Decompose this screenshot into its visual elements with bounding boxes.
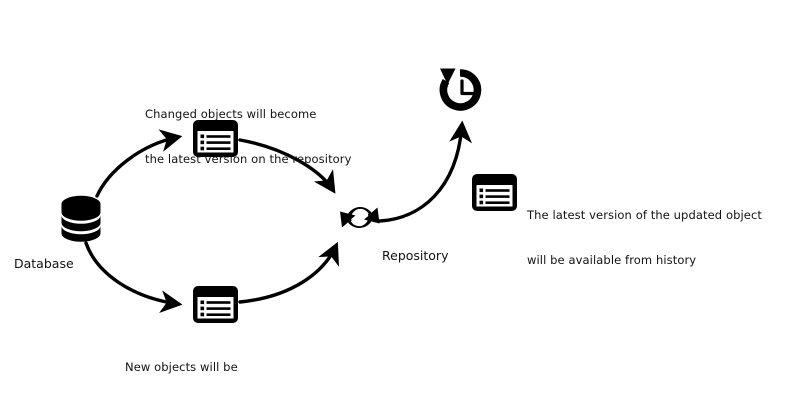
edge-new-to-repo <box>238 241 339 304</box>
edge-db-to-changed <box>95 129 183 198</box>
node-label-repository: Repository <box>382 248 449 263</box>
caption-new-objects: New objects will be added to the reposit… <box>125 330 263 401</box>
caption-new-objects-line1: New objects will be <box>125 360 238 374</box>
caption-changed-objects-line2: the latest version on the repository <box>145 152 352 166</box>
caption-history-note-line2: will be available from history <box>527 253 697 267</box>
history-clock-icon <box>439 68 482 111</box>
edge-db-to-new <box>84 241 183 313</box>
document-list-icon-latest <box>472 174 517 211</box>
document-list-icon-new <box>193 286 238 323</box>
caption-changed-objects: Changed objects will become the latest v… <box>145 77 352 197</box>
caption-history-note: The latest version of the updated object… <box>527 178 762 298</box>
edge-repo-to-history <box>377 120 473 223</box>
document-list-icon-changed <box>193 120 238 157</box>
database-icon <box>61 195 101 242</box>
node-label-database: Database <box>14 256 74 271</box>
caption-changed-objects-line1: Changed objects will become <box>145 107 317 121</box>
edge-changed-to-repo <box>238 138 336 194</box>
sync-icon <box>340 206 380 229</box>
caption-history-note-line1: The latest version of the updated object <box>527 208 762 222</box>
